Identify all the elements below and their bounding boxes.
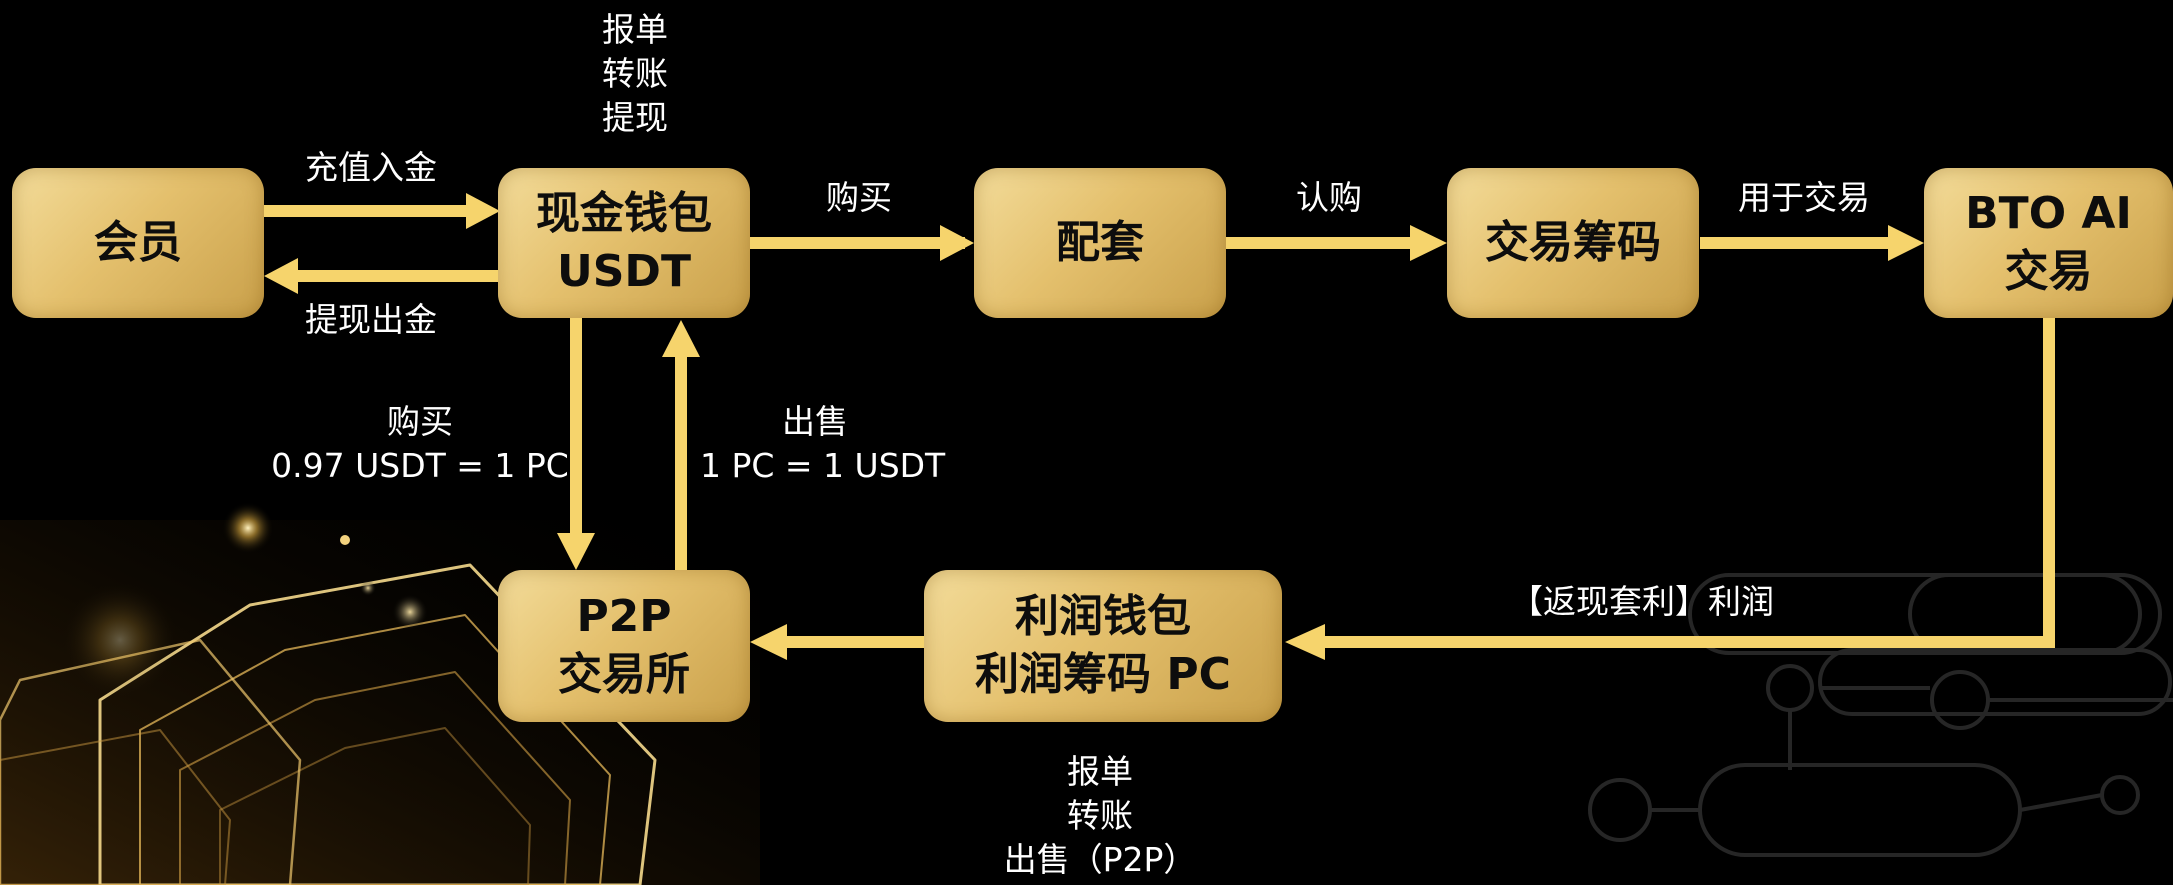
label-deposit: 充值入金 bbox=[305, 148, 437, 187]
arrow-profit-to-p2p bbox=[780, 636, 925, 648]
node-bto-ai-title: BTO AI bbox=[1965, 188, 2132, 239]
label-cash-wallet-op-1: 报单 bbox=[602, 10, 668, 49]
label-withdraw: 提现出金 bbox=[305, 300, 437, 339]
node-profit-wallet-title: 利润钱包 bbox=[1015, 591, 1191, 642]
arrow-withdraw bbox=[294, 270, 500, 282]
label-profit-wallet-op-3: 出售（P2P） bbox=[1003, 840, 1197, 879]
node-member-label: 会员 bbox=[94, 217, 182, 268]
label-profit-wallet-ops: 报单 转账 出售（P2P） bbox=[980, 750, 1220, 882]
node-trading-chips-label: 交易筹码 bbox=[1485, 217, 1661, 268]
label-use-for-trading: 用于交易 bbox=[1738, 178, 1870, 217]
arrow-p2p-sell bbox=[675, 352, 687, 570]
label-cash-wallet-ops: 报单 转账 提现 bbox=[580, 8, 690, 140]
label-cashback-profit: 【返现套利】利润 bbox=[1510, 582, 1774, 621]
node-member[interactable]: 会员 bbox=[12, 168, 264, 318]
label-p2p-sell-rate: 1 PC = 1 USDT bbox=[700, 446, 946, 485]
arrow-cashback bbox=[1320, 636, 2055, 648]
label-p2p-buy-title: 购买 bbox=[387, 402, 453, 441]
node-bto-ai[interactable]: BTO AI 交易 bbox=[1924, 168, 2173, 318]
node-cash-wallet-title: 现金钱包 bbox=[536, 188, 712, 239]
label-subscribe: 认购 bbox=[1296, 178, 1362, 217]
node-package-label: 配套 bbox=[1056, 217, 1144, 268]
arrow-p2p-buy bbox=[570, 318, 582, 540]
label-cash-wallet-op-3: 提现 bbox=[602, 98, 668, 137]
arrow-withdraw-head bbox=[264, 258, 298, 294]
node-profit-wallet[interactable]: 利润钱包 利润筹码 PC bbox=[924, 570, 1282, 722]
circuit-octagons bbox=[0, 563, 657, 885]
arrow-deposit-head bbox=[466, 193, 500, 229]
label-profit-wallet-op-2: 转账 bbox=[1067, 796, 1133, 835]
arrow-buy bbox=[750, 237, 965, 249]
node-cash-wallet-currency: USDT bbox=[557, 246, 691, 297]
node-p2p-title: P2P bbox=[576, 591, 672, 642]
node-profit-wallet-subtitle: 利润筹码 PC bbox=[975, 649, 1231, 700]
circuit-lines bbox=[1588, 573, 2173, 857]
arrow-bto-down bbox=[2043, 318, 2055, 648]
arrow-deposit bbox=[262, 205, 470, 217]
node-package[interactable]: 配套 bbox=[974, 168, 1226, 318]
node-trading-chips[interactable]: 交易筹码 bbox=[1447, 168, 1699, 318]
node-p2p-exchange[interactable]: P2P 交易所 bbox=[498, 570, 750, 722]
label-profit-wallet-op-1: 报单 bbox=[1067, 752, 1133, 791]
label-p2p-buy: 购买 0.97 USDT = 1 PC bbox=[270, 400, 570, 488]
label-p2p-buy-rate: 0.97 USDT = 1 PC bbox=[271, 446, 569, 485]
glow-dots bbox=[60, 502, 428, 700]
label-p2p-sell-title: 出售 bbox=[782, 402, 848, 441]
arrow-use bbox=[1700, 237, 1895, 249]
node-p2p-subtitle: 交易所 bbox=[558, 649, 690, 700]
label-p2p-sell: 出售 1 PC = 1 USDT bbox=[700, 400, 946, 488]
node-bto-ai-subtitle: 交易 bbox=[2004, 246, 2093, 297]
node-cash-wallet[interactable]: 现金钱包 USDT bbox=[498, 168, 750, 318]
arrow-subscribe bbox=[1225, 237, 1420, 249]
label-cash-wallet-op-2: 转账 bbox=[602, 54, 668, 93]
label-buy: 购买 bbox=[826, 178, 892, 217]
